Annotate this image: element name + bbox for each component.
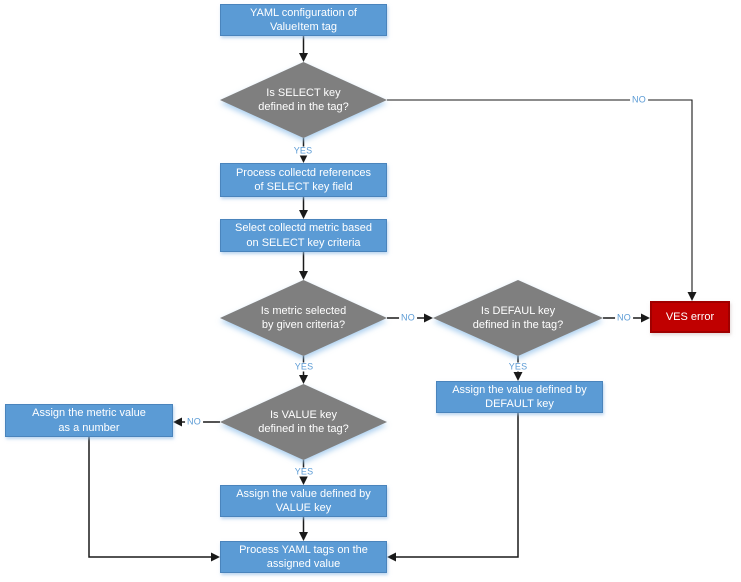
arrowhead-icon — [299, 154, 308, 163]
node-ves-error: VES error — [650, 301, 730, 333]
edge-label-select-no: NO — [630, 94, 648, 105]
arrowhead-icon — [424, 313, 433, 323]
arrowhead-icon — [513, 372, 523, 381]
connector-pdefault-pyaml — [395, 413, 519, 558]
decision-is-select-key-defined: Is SELECT key defined in the tag? — [220, 62, 387, 138]
node-label: VES error — [665, 310, 715, 323]
arrowhead-icon — [173, 417, 182, 427]
node-label: Is SELECT key — [266, 86, 341, 99]
arrowhead-icon — [299, 210, 308, 219]
decision-is-value-key-defined: Is VALUE key defined in the tag? — [220, 384, 387, 460]
decision-is-metric-selected: Is metric selected by given criteria? — [220, 280, 387, 356]
node-label: Process collectd references — [235, 166, 372, 179]
node-label: Assign the metric value — [32, 407, 146, 420]
connector-pnumber-pyaml — [88, 437, 212, 558]
arrowhead-icon — [299, 476, 308, 485]
edge-label-metric-no: NO — [399, 312, 417, 323]
arrowhead-icon — [641, 313, 650, 323]
decision-is-defaul-key-defined: Is DEFAUL key defined in the tag? — [433, 280, 603, 356]
node-label: Select collectd metric based — [235, 222, 372, 235]
arrowhead-icon — [299, 375, 308, 384]
edge-label-value-no: NO — [185, 416, 203, 427]
arrowhead-icon — [299, 532, 308, 541]
edge-label-default-no: NO — [615, 312, 633, 323]
edge-label-select-yes: YES — [291, 145, 315, 156]
node-label: Is VALUE key — [269, 408, 338, 421]
node-label: Assign the value defined by — [236, 487, 371, 500]
arrowhead-icon — [387, 552, 396, 562]
edge-label-value-yes: YES — [292, 466, 316, 477]
node-label: Assign the value defined by — [452, 383, 587, 396]
node-label: Is DEFAUL key — [480, 304, 556, 317]
node-label: YAML configuration of — [249, 6, 357, 19]
node-label: Is metric selected — [260, 304, 347, 317]
arrowhead-icon — [299, 53, 308, 62]
arrowhead-icon — [299, 271, 308, 280]
arrowhead-icon — [687, 292, 697, 301]
arrowhead-icon — [211, 552, 220, 562]
edge-label-metric-yes: YES — [292, 361, 316, 372]
connector-select-no-ves — [387, 99, 693, 293]
edge-label-default-yes: YES — [506, 361, 530, 372]
node-label: Process YAML tags on the — [239, 543, 368, 556]
